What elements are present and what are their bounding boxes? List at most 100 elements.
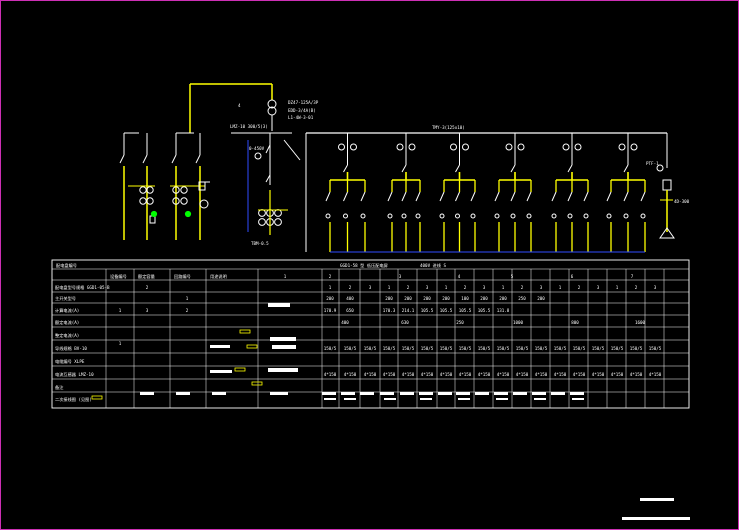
table-cell: 4*150	[459, 372, 472, 377]
meter-icon	[618, 143, 626, 151]
filled-block	[570, 392, 584, 395]
table-cell: 4*150	[554, 372, 567, 377]
filled-block	[272, 345, 296, 349]
filled-block	[322, 392, 336, 395]
ct-icon	[494, 213, 500, 219]
indicator-light-icon	[150, 210, 158, 218]
table-cell: 150/5	[516, 346, 529, 351]
meter-icon	[350, 143, 357, 151]
ct-icon	[258, 209, 266, 217]
table-row-label: 额定电流(A)	[55, 319, 79, 326]
table-cell: 2	[146, 285, 149, 290]
filled-block	[210, 345, 230, 348]
filled-block	[622, 517, 690, 520]
table-cell: 200	[326, 296, 334, 301]
switch-blade	[640, 191, 646, 202]
table-cell: 150/5	[649, 346, 662, 351]
yellow-tag	[239, 329, 251, 334]
table-row-label: 导线规格 BV-10	[55, 345, 87, 352]
ct-icon	[343, 213, 348, 219]
ct-icon	[146, 186, 154, 194]
table-cell: 250	[456, 320, 464, 325]
switch-blade	[510, 191, 516, 202]
switch-blade	[470, 191, 476, 202]
table-group-header: 7	[631, 274, 634, 279]
filled-block	[270, 337, 296, 341]
ct-icon	[274, 209, 282, 217]
table-cell: 150/5	[459, 346, 472, 351]
ct-icon	[526, 213, 532, 219]
filled-block	[268, 368, 298, 372]
table-cell: 4*150	[478, 372, 491, 377]
table-cell: 2	[186, 308, 189, 313]
switch-blade	[142, 154, 148, 164]
ct-icon	[415, 213, 421, 219]
table-cell: 150/5	[497, 346, 510, 351]
ct-icon	[656, 164, 664, 172]
ct-icon	[172, 197, 180, 205]
table-cell: 1600	[635, 320, 646, 325]
transformer-icon	[199, 199, 209, 209]
table-cell: 3	[597, 285, 600, 290]
table-group-header: 4	[458, 274, 461, 279]
filled-block	[551, 392, 565, 395]
table-cell: 1	[186, 296, 189, 301]
switch-blade	[606, 191, 612, 202]
table-cell: 200	[442, 296, 450, 301]
wire	[283, 139, 301, 161]
switch-blade	[415, 191, 421, 202]
line-note: L1-4W-3-01	[288, 115, 314, 120]
table-cell: 200	[423, 296, 431, 301]
table-cell: 105.5	[440, 308, 453, 313]
table-cell: 200	[499, 296, 507, 301]
table-row-label: 电流互感器 LMZ-10	[55, 371, 94, 378]
table-cell: 150/5	[611, 346, 624, 351]
switch-blade	[265, 144, 271, 154]
switch-blade	[401, 191, 407, 202]
table-cell: 150/5	[344, 346, 357, 351]
table-cell: 3	[369, 285, 372, 290]
ct-icon	[387, 213, 393, 219]
table-cell: 150/5	[421, 346, 434, 351]
meter-icon	[338, 143, 345, 151]
filled-block	[341, 392, 355, 395]
table-cell: 4*150	[649, 372, 662, 377]
table-cell: 2	[521, 285, 524, 290]
fuse	[662, 179, 672, 191]
switch-blade	[401, 164, 407, 173]
ct-icon	[583, 213, 589, 219]
table-row-label: 整定电流(A)	[55, 332, 79, 339]
yellow-tag	[246, 344, 258, 349]
table-group-header: 6	[571, 274, 574, 279]
table-cell: 150/5	[535, 346, 548, 351]
volt-label: 0-450V	[249, 146, 265, 151]
table-cell: 2	[349, 285, 352, 290]
switch-blade	[171, 154, 177, 164]
switch-blade	[623, 164, 629, 173]
meter-label: LMZ-10 300/5(3)	[230, 124, 268, 129]
table-group-header: 5	[511, 274, 514, 279]
table-cell: 4*150	[611, 372, 624, 377]
switch-blade	[510, 164, 516, 173]
meter-icon	[630, 143, 638, 151]
table-cell: 630	[401, 320, 409, 325]
table-cell: 200	[480, 296, 488, 301]
filled-block	[534, 398, 546, 400]
ct-icon	[139, 186, 147, 194]
table-header: 400V 进线 S	[420, 262, 447, 269]
filled-block	[494, 392, 508, 395]
filled-block	[640, 498, 674, 501]
table-cell: 1	[119, 308, 122, 313]
table-row-label: 备注	[55, 384, 64, 391]
table-cell: 1	[502, 285, 505, 290]
table-cell: 4*150	[402, 372, 415, 377]
ct-icon	[146, 197, 154, 205]
ct-icon	[360, 213, 366, 219]
meter-icon	[462, 143, 469, 151]
switch-blade	[455, 164, 460, 173]
ct-icon	[401, 213, 407, 219]
switch-blade	[360, 191, 366, 202]
table-cell: 2	[578, 285, 581, 290]
table-header: 配电盘编号	[56, 262, 77, 269]
